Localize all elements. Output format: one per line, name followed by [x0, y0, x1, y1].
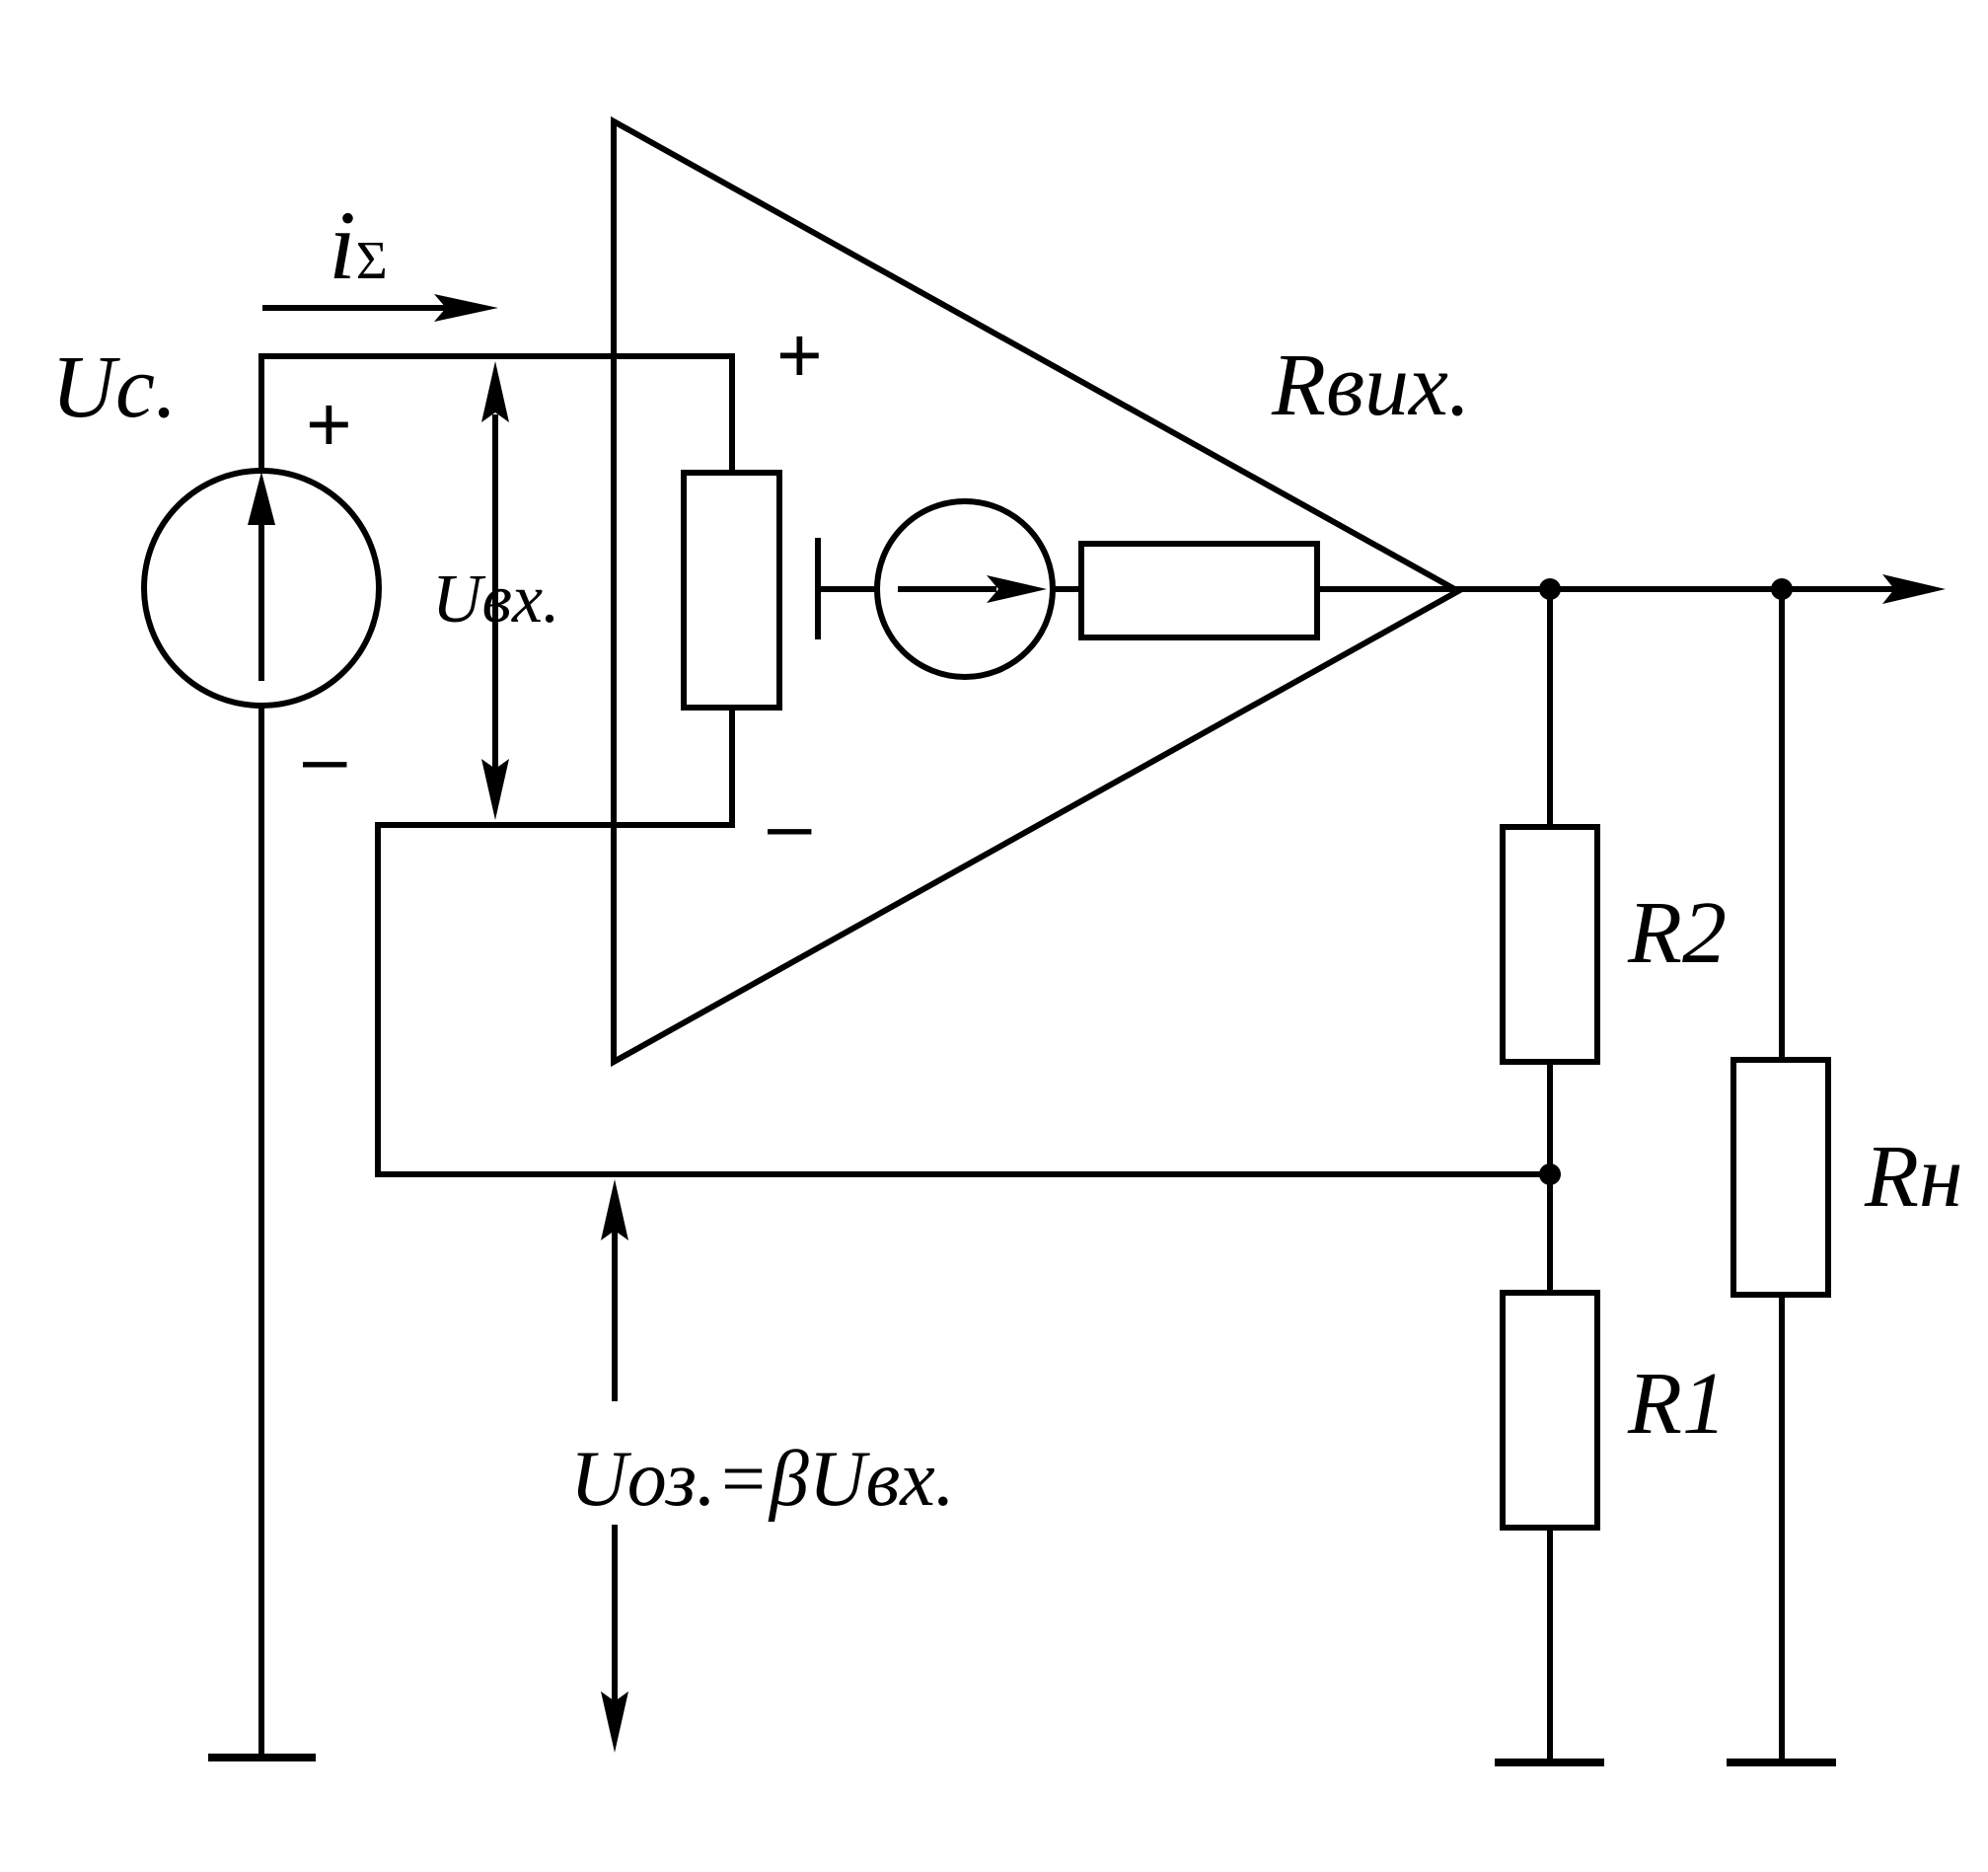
current-subscript: Σ	[356, 230, 388, 290]
amp-plus-sign: +	[776, 311, 823, 399]
output-resistance-label: Rвих.	[1271, 337, 1471, 434]
resistor-r1	[1500, 1290, 1600, 1531]
output-arrow-icon	[1882, 574, 1946, 604]
input-voltage-arrow-down-icon	[481, 759, 509, 820]
output-resistance-resistor	[1078, 541, 1320, 640]
input-voltage-label: Uвх.	[432, 562, 560, 637]
source-top-wire	[258, 353, 735, 474]
resistor-r2	[1500, 824, 1600, 1065]
input-resistor	[681, 470, 782, 711]
load-resistor	[1730, 1057, 1831, 1298]
amp-minus-sign: –	[768, 781, 812, 868]
controlled-source-arrow-icon	[987, 575, 1047, 603]
input-voltage-arrow-up-icon	[481, 361, 509, 422]
feedback-voltage-label: Uоз.=βUвх.	[570, 1436, 955, 1523]
feedback-node	[1539, 1163, 1561, 1185]
feedback-arrow-up-icon	[601, 1179, 628, 1240]
source-minus-sign: –	[303, 713, 347, 801]
input-resistor-bottom-wire	[375, 708, 1550, 1177]
current-label: iΣ	[329, 190, 388, 300]
current-arrow-icon	[434, 294, 498, 322]
load-resistor-label: Rн	[1864, 1128, 1963, 1226]
source-plus-sign: +	[306, 380, 352, 468]
amplifier-triangle	[611, 115, 1465, 1068]
feedback-arrow-down-icon	[601, 1691, 628, 1753]
resistor-r2-label: R2	[1627, 884, 1727, 982]
current-symbol: i	[329, 190, 356, 300]
source-voltage-label: Uc.	[51, 338, 177, 436]
resistor-r1-label: R1	[1627, 1355, 1727, 1453]
source-arrow-icon	[248, 472, 275, 525]
